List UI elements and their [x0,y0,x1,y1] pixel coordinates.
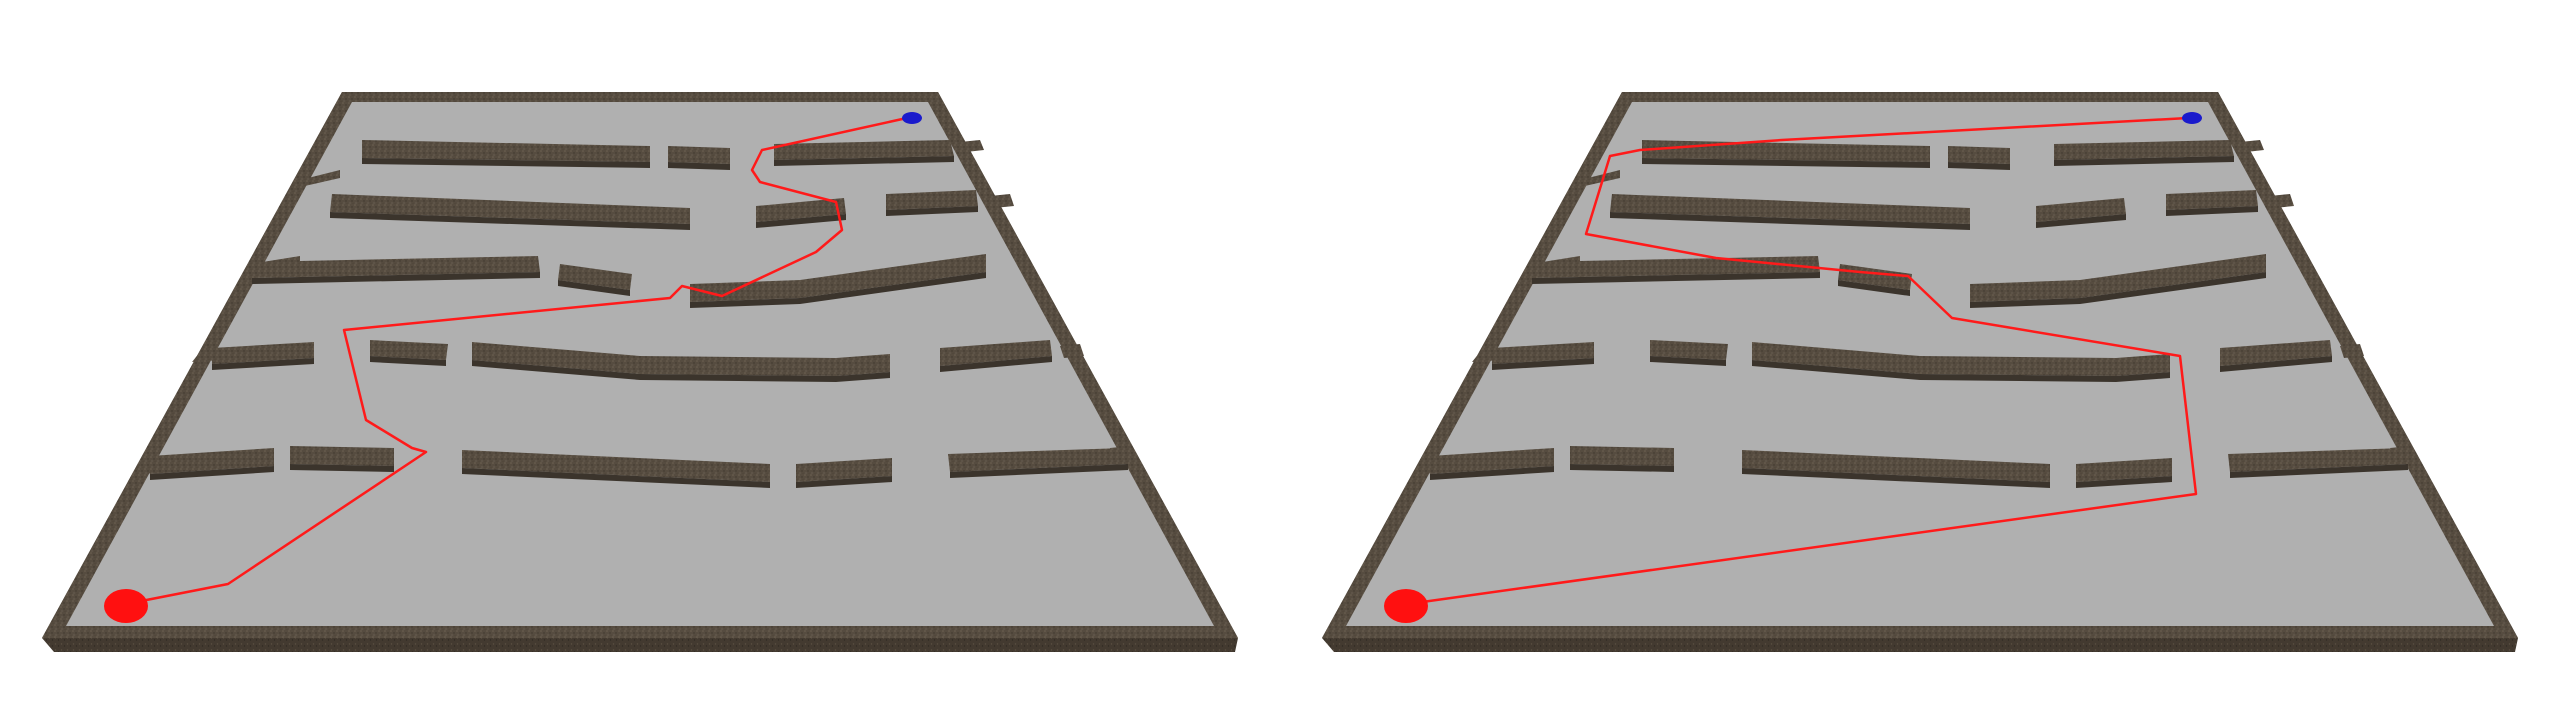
wall [940,340,1052,366]
red-start-marker [1384,589,1428,623]
wall [290,446,394,466]
wall [330,194,690,224]
wall [2166,190,2258,210]
wall [1650,340,1728,360]
maze-right [1322,92,2518,652]
wall [1492,342,1594,364]
wall [2054,140,2234,160]
maze-right-path [1407,116,2198,606]
wall [774,140,954,160]
wall [1570,446,1674,466]
wall [668,146,730,164]
wall [1742,450,2050,482]
wall [212,342,314,364]
maze-left [42,92,1238,652]
wall [2220,340,2332,366]
blue-goal-marker [902,112,922,124]
wall [252,256,540,278]
red-start-marker [104,589,148,623]
maze-left-border [42,92,1238,652]
maze-left-path [125,114,917,606]
wall [886,190,978,210]
wall [690,254,986,302]
wall [558,264,632,290]
wall [948,448,1128,472]
maze-left-walls [150,140,1128,488]
wall [472,342,890,376]
wall [1752,342,2170,376]
blue-goal-marker [2182,112,2202,124]
wall [2228,448,2408,472]
wall [1970,254,2266,302]
wall [462,450,770,482]
wall [1610,194,1970,224]
wall [370,340,448,360]
wall [796,458,892,482]
wall [1430,448,1554,474]
wall [2076,458,2172,482]
wall [1948,146,2010,164]
wall [362,140,650,162]
wall [150,448,274,474]
